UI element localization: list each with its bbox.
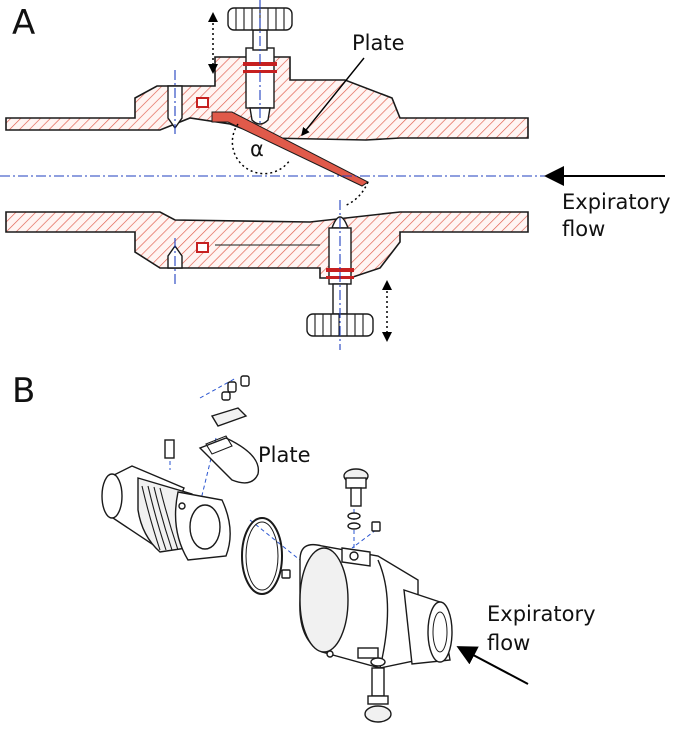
panel-a-section: A α Plate xyxy=(0,0,671,350)
left-body xyxy=(101,465,231,561)
plate-tip-arrow xyxy=(343,181,369,207)
plate-label-a: Plate xyxy=(352,31,405,55)
flow-label-b-line2: flow xyxy=(487,631,530,655)
o-ring xyxy=(241,517,283,595)
plate-b xyxy=(198,437,260,484)
flow-label-b-line1: Expiratory xyxy=(487,602,596,626)
right-body xyxy=(299,543,453,669)
alignment-pin xyxy=(164,439,175,459)
angle-arc xyxy=(231,123,291,175)
bottom-adjust-screw xyxy=(364,657,392,723)
lower-seal xyxy=(196,242,209,253)
flow-arrow-b xyxy=(456,646,529,685)
top-adjust-screw xyxy=(343,468,381,532)
flow-label-a-line1: Expiratory xyxy=(562,190,671,214)
plate-label-b: Plate xyxy=(258,443,311,467)
panel-b-exploded: B Plate xyxy=(12,371,596,723)
plate-clamp xyxy=(210,407,248,427)
upper-seal xyxy=(196,97,209,108)
plate-leader-a xyxy=(301,57,365,137)
small-nut xyxy=(281,569,291,579)
panel-b-letter: B xyxy=(12,371,35,411)
angle-label: α xyxy=(250,137,264,161)
plate xyxy=(211,111,369,187)
panel-a-letter: A xyxy=(12,3,35,43)
flow-label-a-line2: flow xyxy=(562,217,605,241)
plate-screws xyxy=(221,375,250,401)
